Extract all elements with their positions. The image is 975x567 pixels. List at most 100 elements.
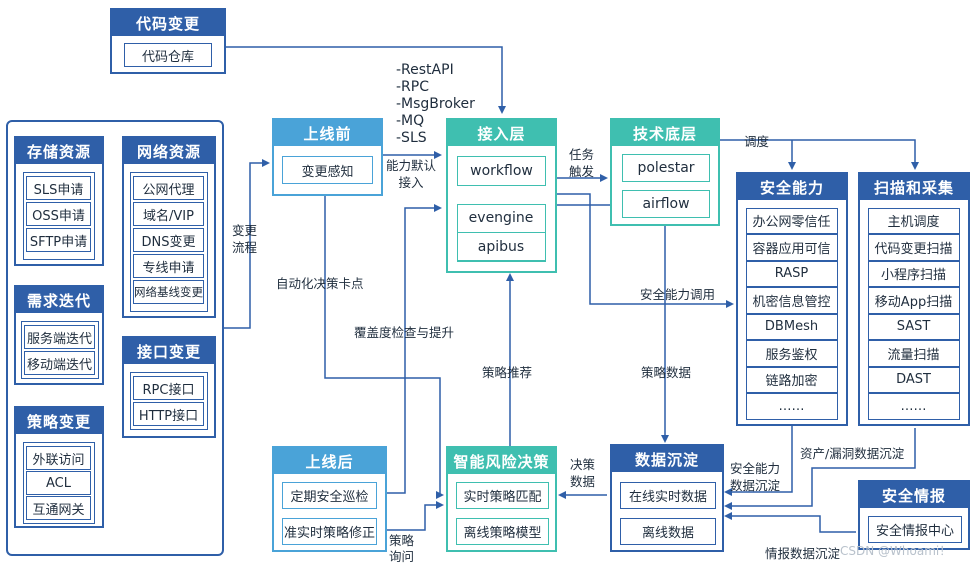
tech-item-airflow: airflow <box>622 190 710 218</box>
interface-item-rpc: RPC接口 <box>133 376 204 400</box>
scan-list: 主机调度 代码变更扫描 小程序扫描 移动App扫描 SAST 流量扫描 DAST… <box>867 207 960 420</box>
watermark: CSDN @Whoami！ <box>840 544 952 558</box>
post-item-correction: 准实时策略修正 <box>282 518 377 545</box>
scan-item-host: 主机调度 <box>867 207 960 234</box>
scan-item-miniapp: 小程序扫描 <box>867 260 960 287</box>
interface-group: 接口变更 RPC接口 HTTP接口 <box>122 336 216 438</box>
scan-group: 扫描和采集 主机调度 代码变更扫描 小程序扫描 移动App扫描 SAST 流量扫… <box>858 172 970 426</box>
storage-item-sftp: SFTP申请 <box>26 228 91 252</box>
change-sense-box: 变更感知 <box>282 156 373 184</box>
requirement-title: 需求迭代 <box>16 287 102 313</box>
label-security-call: 安全能力调用 <box>640 287 716 302</box>
protocol-msgbroker: -MsgBroker <box>396 96 475 112</box>
network-item-line: 专线申请 <box>133 254 204 278</box>
network-group: 网络资源 公网代理 域名/VIP DNS变更 专线申请 网络基线变更 <box>122 136 216 318</box>
network-list: 公网代理 域名/VIP DNS变更 专线申请 网络基线变更 <box>130 172 208 312</box>
access-item-workflow: workflow <box>457 156 546 186</box>
network-item-baseline: 网络基线变更 <box>133 280 204 304</box>
data-sediment-title: 数据沉淀 <box>612 446 722 472</box>
tech-base-group: 技术底层 polestar airflow <box>610 118 720 226</box>
security-item-encrypt: 链路加密 <box>745 366 838 393</box>
tech-base-title: 技术底层 <box>612 120 718 146</box>
label-intel-data: 情报数据沉淀 <box>765 546 841 561</box>
access-sub-list: evengine apibus <box>456 203 546 262</box>
security-item-auth: 服务鉴权 <box>745 340 838 367</box>
risk-decision-title: 智能风险决策 <box>448 448 555 474</box>
requirement-item-server: 服务端迭代 <box>24 325 95 349</box>
security-title: 安全能力 <box>738 174 846 200</box>
label-decision-data: 决策 数据 <box>570 457 596 489</box>
post-launch-title: 上线后 <box>274 448 385 474</box>
security-item-zerotrust: 办公网零信任 <box>745 207 838 234</box>
data-item-offline: 离线数据 <box>620 518 716 545</box>
policy-change-group: 策略变更 外联访问 ACL 互通网关 <box>14 406 104 528</box>
policy-item-gateway: 互通网关 <box>26 496 91 520</box>
risk-item-offline: 离线策略模型 <box>456 518 549 545</box>
scan-item-mobile: 移动App扫描 <box>867 287 960 314</box>
data-sediment-group: 数据沉淀 在线实时数据 离线数据 <box>610 444 724 552</box>
risk-item-realtime: 实时策略匹配 <box>456 482 549 509</box>
post-item-inspection: 定期安全巡检 <box>282 482 377 509</box>
access-layer-group: 接入层 workflow evengine apibus <box>446 118 557 273</box>
network-item-domain: 域名/VIP <box>133 202 204 226</box>
storage-title: 存储资源 <box>16 138 102 164</box>
pre-launch-title: 上线前 <box>274 120 381 146</box>
policy-change-list: 外联访问 ACL 互通网关 <box>23 442 95 524</box>
protocol-rpc: -RPC <box>396 79 429 95</box>
pre-launch-group: 上线前 变更感知 <box>272 118 383 196</box>
label-policy-query: 策略 询问 <box>389 533 415 564</box>
access-item-evengine: evengine <box>456 203 546 233</box>
security-list: 办公网零信任 容器应用可信 RASP 机密信息管控 DBMesh 服务鉴权 链路… <box>745 207 838 420</box>
scan-item-sast: SAST <box>867 313 960 340</box>
data-item-online: 在线实时数据 <box>620 482 716 509</box>
storage-group: 存储资源 SLS申请 OSS申请 SFTP申请 <box>14 136 104 266</box>
requirement-item-mobile: 移动端迭代 <box>24 351 95 375</box>
label-schedule: 调度 <box>744 134 770 149</box>
security-item-container: 容器应用可信 <box>745 234 838 261</box>
tech-item-polestar: polestar <box>622 154 710 182</box>
security-item-rasp: RASP <box>745 260 838 287</box>
scan-item-code: 代码变更扫描 <box>867 234 960 261</box>
access-item-apibus: apibus <box>456 232 546 261</box>
label-security-data: 安全能力 数据沉淀 <box>730 461 781 493</box>
post-launch-group: 上线后 定期安全巡检 准实时策略修正 <box>272 446 387 552</box>
label-auto-decision: 自动化决策卡点 <box>276 276 364 291</box>
interface-item-http: HTTP接口 <box>133 402 204 426</box>
label-policy-data: 策略数据 <box>641 365 692 380</box>
storage-item-sls: SLS申请 <box>26 176 91 200</box>
policy-item-acl: ACL <box>26 471 91 495</box>
code-repo-box: 代码仓库 <box>124 43 212 67</box>
storage-item-oss: OSS申请 <box>26 202 91 226</box>
access-layer-title: 接入层 <box>448 120 555 146</box>
network-item-proxy: 公网代理 <box>133 176 204 200</box>
storage-list: SLS申请 OSS申请 SFTP申请 <box>23 172 95 260</box>
label-default-access: 能力默认 接入 <box>386 158 437 190</box>
code-change-title: 代码变更 <box>112 10 224 36</box>
label-change-flow: 变更 流程 <box>232 223 258 255</box>
scan-item-dast: DAST <box>867 366 960 393</box>
requirement-group: 需求迭代 服务端迭代 移动端迭代 <box>14 285 104 385</box>
security-item-secret: 机密信息管控 <box>745 287 838 314</box>
scan-item-more: …… <box>867 393 960 420</box>
code-change-group: 代码变更 代码仓库 <box>110 8 226 74</box>
protocol-sls: -SLS <box>396 130 427 146</box>
scan-item-traffic: 流量扫描 <box>867 340 960 367</box>
label-policy-recommend: 策略推荐 <box>482 365 533 380</box>
policy-item-outbound: 外联访问 <box>26 446 91 470</box>
intel-title: 安全情报 <box>860 482 968 508</box>
policy-change-title: 策略变更 <box>16 408 102 434</box>
label-coverage: 覆盖度检查与提升 <box>354 325 455 340</box>
label-task-trigger: 任务 触发 <box>569 147 595 179</box>
risk-decision-group: 智能风险决策 实时策略匹配 离线策略模型 <box>446 446 557 552</box>
label-asset-vuln: 资产/漏洞数据沉淀 <box>800 446 905 461</box>
protocol-mq: -MQ <box>396 113 425 129</box>
security-item-dbmesh: DBMesh <box>745 313 838 340</box>
security-group: 安全能力 办公网零信任 容器应用可信 RASP 机密信息管控 DBMesh 服务… <box>736 172 848 426</box>
intel-item-center: 安全情报中心 <box>868 516 962 543</box>
requirement-list: 服务端迭代 移动端迭代 <box>21 321 99 379</box>
intel-group: 安全情报 安全情报中心 <box>858 480 970 550</box>
interface-title: 接口变更 <box>124 338 214 364</box>
security-item-more: …… <box>745 393 838 420</box>
scan-title: 扫描和采集 <box>860 174 968 200</box>
